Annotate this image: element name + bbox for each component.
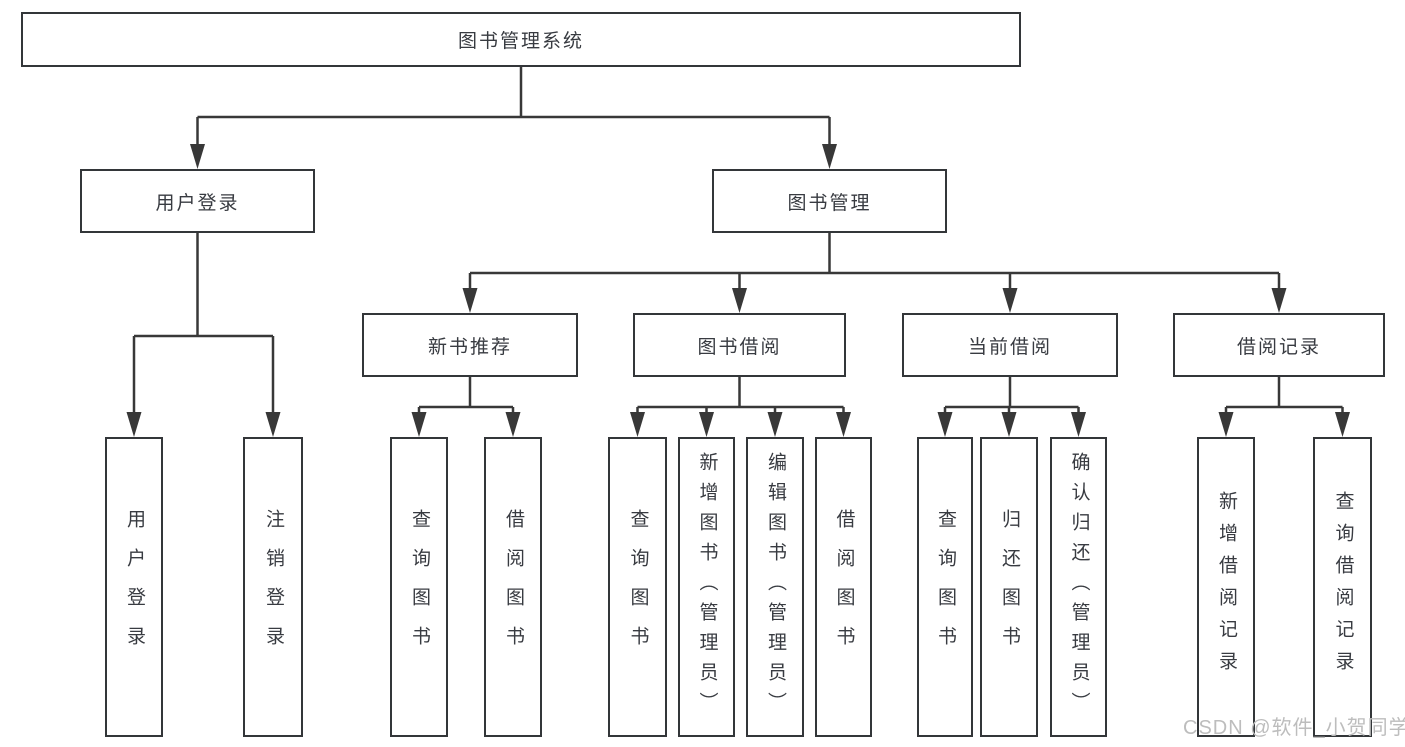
leaf-edit-books-admin: 编辑图书（管理员） (746, 437, 804, 737)
arrow-down-icon (1218, 412, 1234, 437)
node-root-library-system: 图书管理系统 (21, 12, 1021, 67)
arrow-down-icon (822, 144, 837, 169)
arrow-down-icon (190, 144, 205, 169)
leaf-return-books: 归还图书 (980, 437, 1038, 737)
node-book-borrowing: 图书借阅 (633, 313, 846, 377)
leaf-label: 注销登录 (262, 509, 284, 665)
leaf-borrow-books: 借阅图书 (815, 437, 872, 737)
leaf-query-books: 查询图书 (917, 437, 973, 737)
arrow-down-icon (732, 288, 747, 313)
arrow-down-icon (1002, 288, 1018, 313)
connector-login-branch (132, 233, 275, 418)
arrow-down-icon (699, 412, 714, 437)
leaf-query-books: 查询图书 (608, 437, 667, 737)
leaf-logout: 注销登录 (243, 437, 303, 737)
leaf-borrow-books: 借阅图书 (484, 437, 542, 737)
leaf-query-borrow-record: 查询借阅记录 (1313, 437, 1372, 737)
leaf-label: 查询借阅记录 (1332, 491, 1354, 683)
node-user-login: 用户登录 (80, 169, 315, 233)
leaf-label: 编辑图书（管理员） (764, 452, 786, 722)
leaf-label: 借阅图书 (502, 509, 524, 665)
connector-current-group (943, 377, 1080, 418)
arrow-down-icon (630, 412, 645, 437)
arrow-down-icon (126, 412, 142, 437)
leaf-label: 查询图书 (408, 509, 430, 665)
leaf-add-borrow-record: 新增借阅记录 (1197, 437, 1255, 737)
arrow-down-icon (1335, 412, 1350, 437)
leaf-add-books-admin: 新增图书（管理员） (678, 437, 735, 737)
connector-recommend-group (417, 377, 515, 418)
leaf-label: 新增借阅记录 (1215, 491, 1237, 683)
leaf-label: 归还图书 (998, 509, 1020, 665)
leaf-label: 查询图书 (627, 509, 649, 665)
leaf-label: 新增图书（管理员） (696, 452, 718, 722)
arrow-down-icon (937, 412, 953, 437)
arrow-down-icon (1271, 288, 1287, 313)
arrow-down-icon (411, 412, 427, 437)
arrow-down-icon (767, 412, 783, 437)
connector-borrow-group (636, 377, 845, 418)
arrow-down-icon (1071, 412, 1086, 437)
leaf-query-books: 查询图书 (390, 437, 448, 737)
node-current-borrowing: 当前借阅 (902, 313, 1118, 377)
arrow-down-icon (836, 412, 851, 437)
arrow-down-icon (265, 412, 281, 437)
leaf-label: 借阅图书 (833, 509, 855, 665)
node-new-book-recommend: 新书推荐 (362, 313, 578, 377)
node-book-management: 图书管理 (712, 169, 947, 233)
leaf-label: 确认归还（管理员） (1068, 452, 1090, 722)
connector-root (196, 67, 831, 150)
connector-records-group (1224, 377, 1344, 418)
node-borrowing-records: 借阅记录 (1173, 313, 1385, 377)
leaf-label: 查询图书 (934, 509, 956, 665)
arrow-down-icon (462, 288, 478, 313)
arrowheads (126, 144, 1350, 437)
leaf-confirm-return-admin: 确认归还（管理员） (1050, 437, 1107, 737)
csdn-watermark: CSDN @软件_小贺同学 (1183, 717, 1405, 739)
connector-management-branch (468, 233, 1281, 294)
leaf-label: 用户登录 (123, 509, 145, 665)
leaf-user-login: 用户登录 (105, 437, 163, 737)
arrow-down-icon (505, 412, 521, 437)
arrow-down-icon (1001, 412, 1017, 437)
